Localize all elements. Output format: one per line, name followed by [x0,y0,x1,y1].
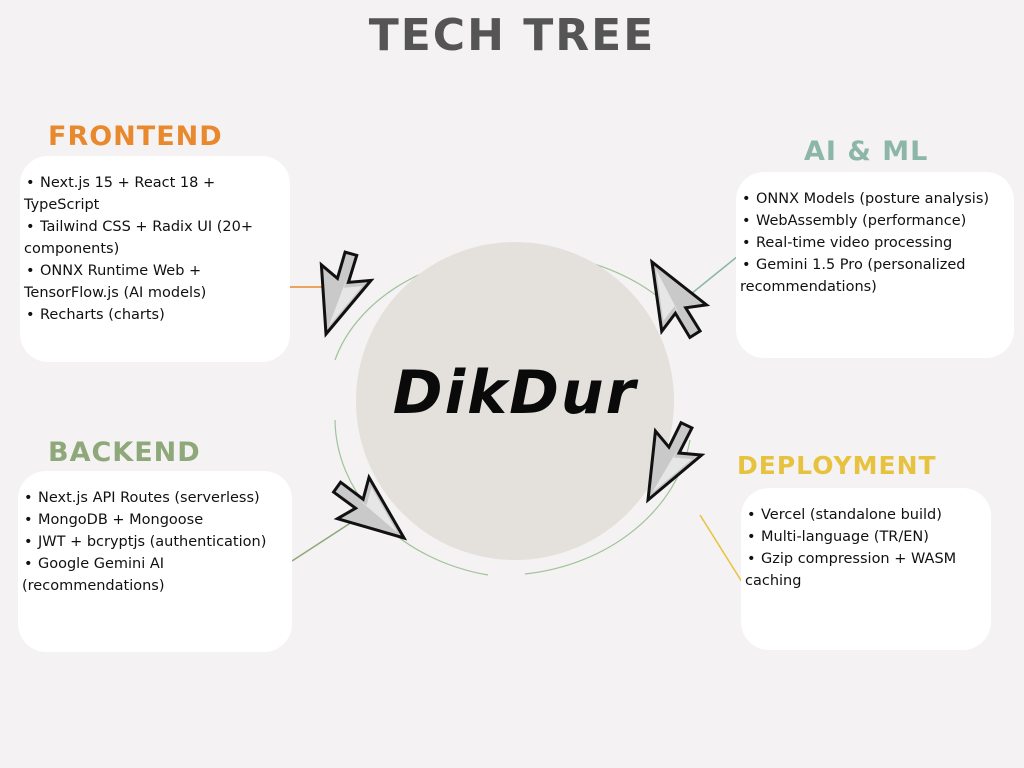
cursor-arrow-icon [287,240,379,336]
list-item: Recharts (charts) [24,304,286,326]
list-item: Vercel (standalone build) [745,504,987,526]
backend-connector [291,521,353,562]
list-item: Next.js 15 + React 18 + TypeScript [24,172,286,216]
list-item: MongoDB + Mongoose [22,509,288,531]
frontend-heading: FRONTEND [48,121,223,152]
list-item: Next.js API Routes (serverless) [22,487,288,509]
list-item: Google Gemini AI (recommendations) [22,553,288,597]
list-item: ONNX Models (posture analysis) [740,188,1010,210]
cursor-arrow-icon [615,410,711,502]
backend-card: Next.js API Routes (serverless) MongoDB … [18,471,292,652]
page-title: TECH TREE [368,10,656,61]
cursor-arrow-icon [650,253,713,343]
cursor-arrow-icon [320,467,406,564]
ai-ml-list: ONNX Models (posture analysis) WebAssemb… [740,188,1010,298]
deployment-list: Vercel (standalone build) Multi-language… [745,504,987,592]
list-item: Real-time video processing [740,232,1010,254]
list-item: Gzip compression + WASM caching [745,548,987,592]
ai-ml-card: ONNX Models (posture analysis) WebAssemb… [736,172,1014,358]
ai-ml-heading: AI & ML [804,136,929,167]
list-item: WebAssembly (performance) [740,210,1010,232]
list-item: Gemini 1.5 Pro (personalized recommendat… [740,254,1010,298]
backend-list: Next.js API Routes (serverless) MongoDB … [22,487,288,597]
deployment-connector [699,514,743,583]
backend-heading: BACKEND [48,437,201,468]
ai-ml-connector [685,255,739,299]
center-circle [356,242,674,560]
deployment-card: Vercel (standalone build) Multi-language… [741,488,991,650]
frontend-list: Next.js 15 + React 18 + TypeScript Tailw… [24,172,286,326]
frontend-card: Next.js 15 + React 18 + TypeScript Tailw… [20,156,290,362]
center-label: DikDur [392,358,638,428]
list-item: JWT + bcryptjs (authentication) [22,531,288,553]
list-item: Multi-language (TR/EN) [745,526,987,548]
list-item: ONNX Runtime Web + TensorFlow.js (AI mod… [24,260,286,304]
list-item: Tailwind CSS + Radix UI (20+ components) [24,216,286,260]
deployment-heading: DEPLOYMENT [737,451,937,480]
